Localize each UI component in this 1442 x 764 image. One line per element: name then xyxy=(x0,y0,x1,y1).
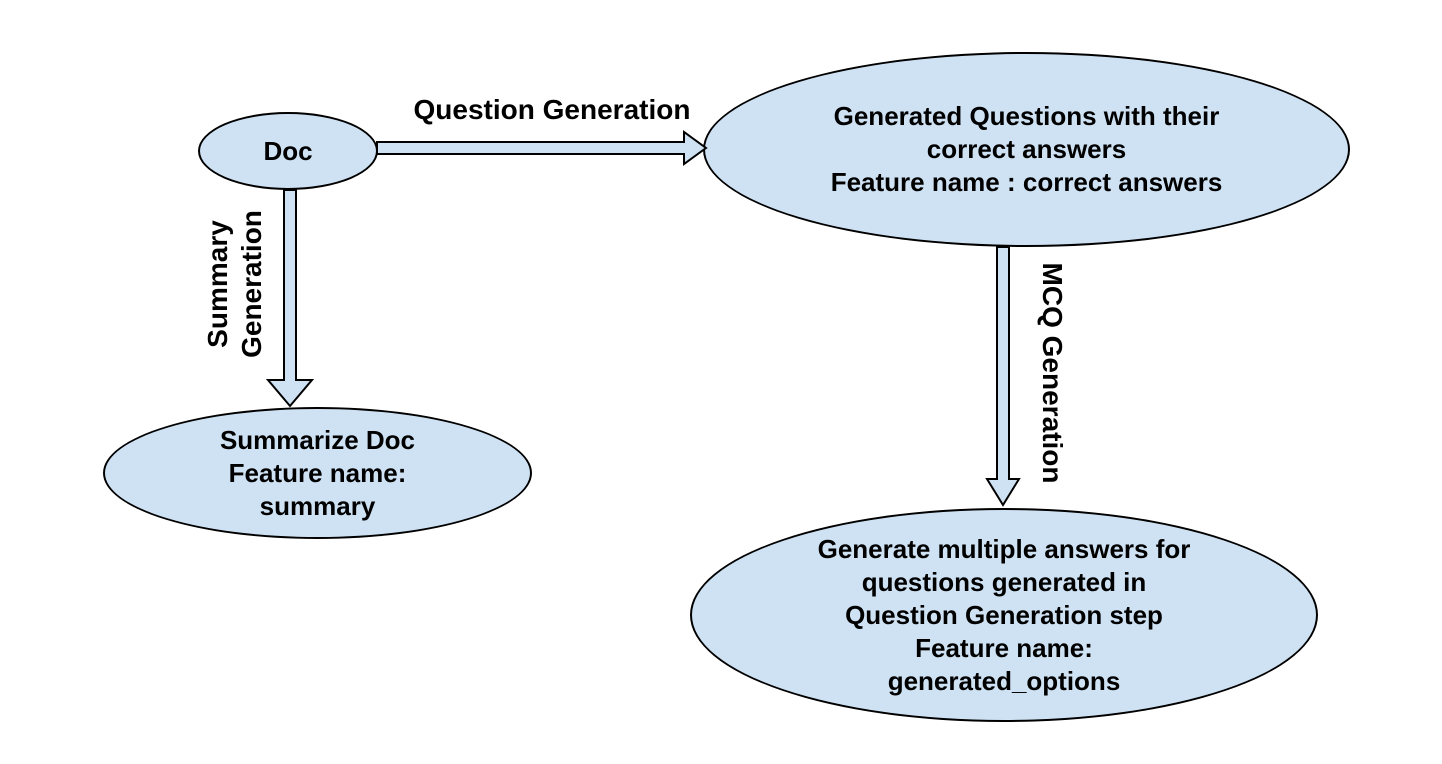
question-generation-label: Question Generation xyxy=(413,94,691,125)
node-generate-options: Generate multiple answers for questions … xyxy=(690,508,1318,722)
node-generated-questions: Generated Questions with their correct a… xyxy=(703,52,1350,247)
node-summarize-doc-label: Summarize Doc Feature name: summary xyxy=(219,424,416,521)
node-doc-label: Doc xyxy=(263,135,313,166)
mcq-generation-arrow xyxy=(985,246,1021,507)
mcq-generation-label: MCQ Generation xyxy=(1037,262,1068,484)
node-summarize-doc: Summarize Doc Feature name: summary xyxy=(103,407,532,539)
node-doc: Doc xyxy=(198,112,378,190)
question-generation-arrow xyxy=(376,130,708,166)
summary-generation-label: Summary Generation xyxy=(202,210,267,358)
node-generated-questions-label: Generated Questions with their correct a… xyxy=(830,101,1223,197)
node-generate-options-label: Generate multiple answers for questions … xyxy=(817,533,1191,696)
summary-generation-arrow xyxy=(265,189,315,408)
